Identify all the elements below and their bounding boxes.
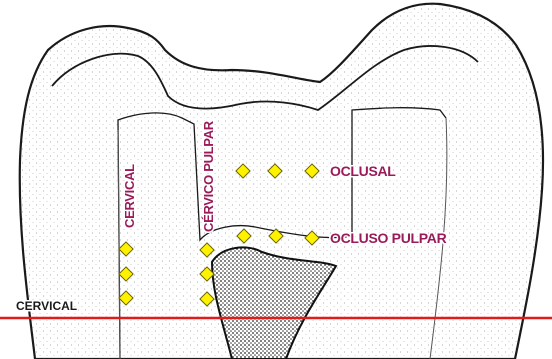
label-cervical-line: CERVICAL [16,299,77,313]
label-oclusal: OCLUSAL [330,163,396,179]
label-cervico-pulpar: CÉRVICO PULPAR [201,120,216,232]
marker-group-cervical [119,242,133,305]
label-ocluso-pulpar: OCLUSO PULPAR [330,230,447,246]
label-cervical-wall: CERVICAL [122,164,137,228]
marker-group-cervico-pulpar [200,243,214,306]
